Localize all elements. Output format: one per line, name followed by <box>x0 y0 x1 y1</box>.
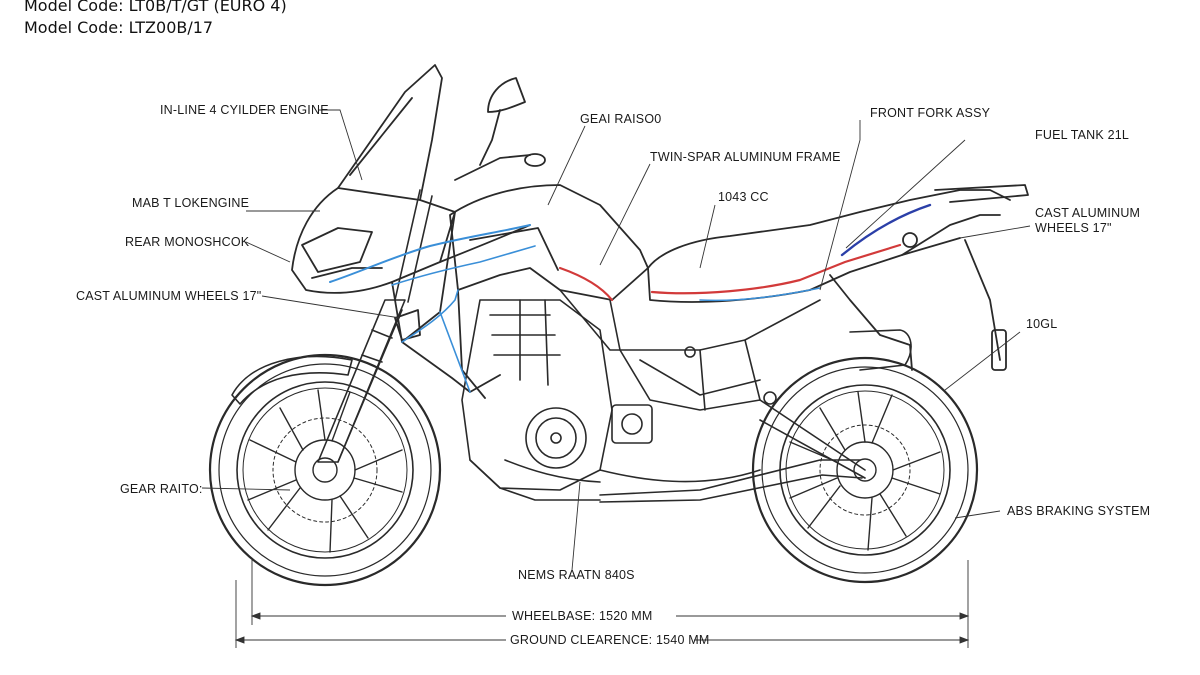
callout-bottom-label: NEMS RAATN 840S <box>518 568 635 582</box>
model-code-line-1: Model Code: LT0B/T/GT (EURO 4) <box>24 0 287 15</box>
callout-fuel-tank: FUEL TANK 21L <box>1035 128 1130 142</box>
exhaust <box>849 329 912 371</box>
handlebar-mirror <box>454 77 546 181</box>
callout-rear-monoshock: REAR MONOSHCOK <box>125 235 250 249</box>
callout-10gl: 10GL <box>1026 317 1058 331</box>
callout-cast-wheels-right-1: CAST ALUMINUM <box>1035 206 1141 220</box>
callout-gear-ratio-top: GEAI RAISO0 <box>580 112 662 126</box>
engine <box>461 299 863 503</box>
fuel-tank <box>449 184 649 399</box>
livery-accents <box>329 203 932 393</box>
callout-inline-engine: IN-LINE 4 CYILDER ENGINE <box>160 103 329 117</box>
callout-displacement: 1043 CC <box>718 190 769 204</box>
callout-cast-wheels-right-2: WHEELS 17" <box>1035 221 1112 235</box>
model-code-line-2: Model Code: LTZ00B/17 <box>24 18 214 37</box>
dimension-ground-clearance: GROUND CLEARENCE: 1540 MM <box>510 633 710 647</box>
callout-front-fork: FRONT FORK ASSY <box>870 106 991 120</box>
callout-twin-spar-frame: TWIN-SPAR ALUMINUM FRAME <box>650 150 841 164</box>
dimension-wheelbase: WHEELBASE: 1520 MM <box>512 609 653 623</box>
leader-lines <box>201 109 1031 571</box>
callout-abs: ABS BRAKING SYSTEM <box>1007 504 1151 518</box>
front-wheel <box>208 353 442 587</box>
dimension-lines <box>234 560 970 648</box>
seat-tail <box>647 184 1029 371</box>
callout-gear-ratio-left: GEAR RAITO: <box>120 482 203 496</box>
callout-cast-wheels-left: CAST ALUMINUM WHEELS 17" <box>76 289 262 303</box>
callout-main-engine: MAB T LOKENGINE <box>132 196 250 210</box>
frame <box>559 289 866 479</box>
